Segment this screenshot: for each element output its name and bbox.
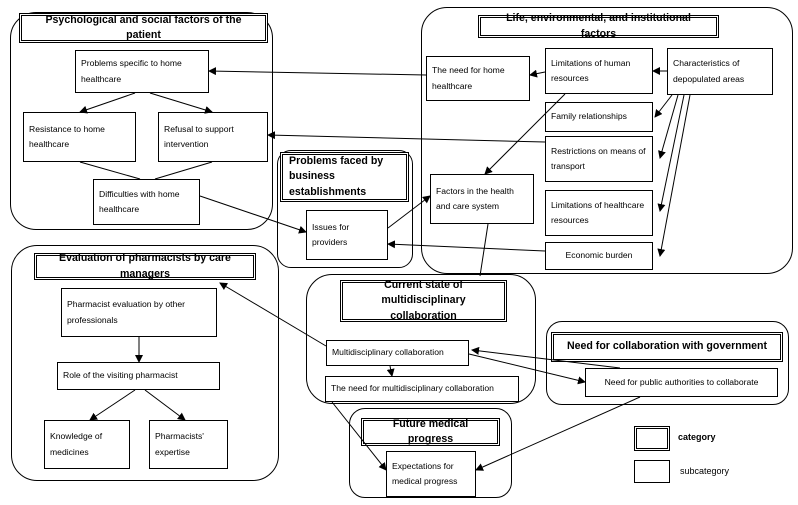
legend-category-swatch — [634, 426, 670, 451]
category-evaluation: Evaluation of pharmacists by care manage… — [34, 252, 256, 280]
box-issues-providers: Issues for providers — [306, 210, 388, 260]
box-limit-healthcare: Limitations of healthcare resources — [545, 190, 653, 236]
box-knowledge: Knowledge of medicines — [44, 420, 130, 469]
box-need-multi: The need for multidisciplinary collabora… — [325, 376, 519, 402]
category-psychological-social: Psychological and social factors of the … — [19, 13, 268, 43]
box-factors-health: Factors in the health and care system — [430, 174, 534, 224]
legend-subcategory-swatch — [634, 460, 670, 483]
box-family: Family relationships — [545, 102, 653, 132]
box-expectations: Expectations for medical progress — [386, 451, 476, 497]
box-role-visiting: Role of the visiting pharmacist — [57, 362, 220, 390]
box-difficulties: Difficulties with home healthcare — [93, 179, 200, 225]
box-refusal: Refusal to support intervention — [158, 112, 268, 162]
category-current-state: Current state of multidisciplinary colla… — [340, 279, 507, 322]
box-problems-specific: Problems specific to home healthcare — [75, 50, 209, 93]
category-government: Need for collaboration with government — [551, 332, 783, 362]
box-economic: Economic burden — [545, 242, 653, 270]
box-need-home: The need for home healthcare — [426, 56, 530, 101]
category-life-environmental: Life, environmental, and institutional f… — [478, 12, 719, 40]
box-restrictions: Restrictions on means of transport — [545, 136, 653, 182]
box-limit-human: Limitations of human resources — [545, 48, 653, 94]
box-need-public: Need for public authorities to collabora… — [585, 368, 778, 397]
box-expertise: Pharmacists' expertise — [149, 420, 228, 469]
box-multi-collab: Multidisciplinary collaboration — [326, 340, 469, 366]
box-pharm-eval: Pharmacist evaluation by other professio… — [61, 288, 217, 337]
group-psychological-social — [10, 12, 273, 230]
box-characteristics: Characteristics of depopulated areas — [667, 48, 773, 95]
category-business: Problems faced by business establishment… — [280, 152, 409, 202]
group-evaluation — [11, 245, 279, 481]
legend-subcategory-label: subcategory — [680, 466, 730, 476]
box-resistance: Resistance to home healthcare — [23, 112, 136, 162]
category-future: Future medical progress — [361, 418, 500, 446]
legend-category-label: category — [678, 432, 716, 442]
